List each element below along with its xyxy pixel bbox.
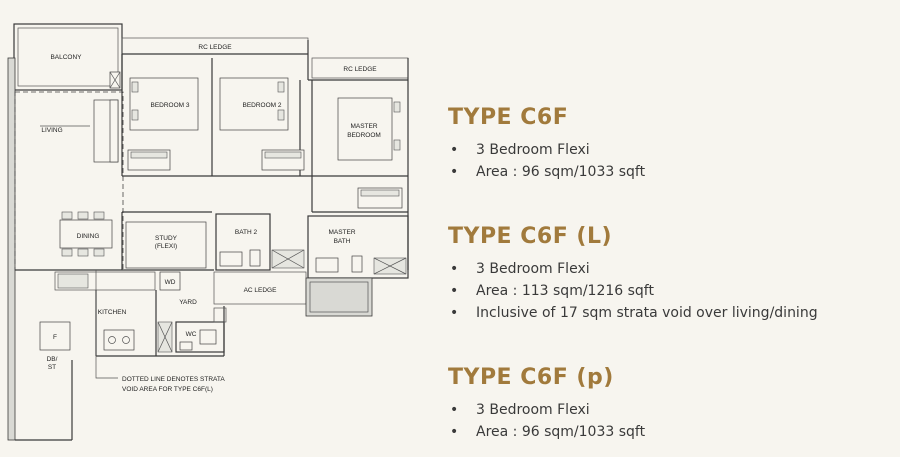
bedroom-3: BEDROOM 3 <box>109 71 199 171</box>
bedroom-3-label: BEDROOM 3 <box>150 102 189 109</box>
feature-text: Area : 113 sqm/1216 sqft <box>476 283 654 299</box>
ac-ledge-label: AC LEDGE <box>244 287 278 294</box>
bullet-icon: • <box>450 402 459 418</box>
db-st-label-1: DB/ <box>47 356 58 363</box>
living-dining: LIVING DINING <box>14 91 124 271</box>
bedroom-2-label: BEDROOM 2 <box>242 102 281 109</box>
type-c6f-p-title: TYPE C6F (p) <box>448 365 614 390</box>
type-c6f-l-block: TYPE C6F (L) • 3 Bedroom Flexi • Area : 11… <box>448 224 888 324</box>
yard-label: YARD <box>179 299 197 306</box>
bullet-icon: • <box>450 142 459 158</box>
type-c6f-l-title: TYPE C6F (L) <box>448 224 613 249</box>
bullet-icon: • <box>450 305 459 321</box>
wd-label: WD <box>165 279 176 286</box>
note-line-1: DOTTED LINE DENOTES STRATA <box>122 376 225 383</box>
kitchen-label: KITCHEN <box>98 309 127 316</box>
db-st-label-2: ST <box>48 364 56 371</box>
feature-text: Area : 96 sqm/1033 sqft <box>476 164 646 180</box>
bath-2: BATH 2 <box>215 213 305 271</box>
feature-item: • Inclusive of 17 sqm strata void over li… <box>448 302 888 324</box>
type-c6f-p-features: • 3 Bedroom Flexi • Area : 96 sqm/1033 sqf… <box>448 399 888 443</box>
bedroom-2: BEDROOM 2 <box>219 77 305 171</box>
rc-ledge-master-label: RC LEDGE <box>343 66 377 73</box>
master-bedroom-label-2: BEDROOM <box>347 132 381 139</box>
rc-ledge-top-label: RC LEDGE <box>198 44 232 51</box>
feature-item: • 3 Bedroom Flexi <box>448 139 888 161</box>
kitchen-area: WD YARD KITCHEN F WC DB/ ST <box>15 269 227 371</box>
strata-void-note: DOTTED LINE DENOTES STRATA VOID AREA FOR… <box>95 270 225 393</box>
dining-label: DINING <box>77 233 100 240</box>
bullet-icon: • <box>450 261 459 277</box>
note-line-2: VOID AREA FOR TYPE C6F(L) <box>122 386 213 393</box>
fridge-label: F <box>53 334 57 341</box>
study: STUDY (FLEXI) <box>121 211 212 270</box>
master-bath-label-1: MASTER <box>328 229 355 236</box>
floor-plan: BEDROOM 3 BEDROOM 2 MASTER BEDROOM LIVIN… <box>7 23 409 441</box>
type-c6f-p-block: TYPE C6F (p) • 3 Bedroom Flexi • Area : 96… <box>448 365 888 443</box>
feature-text: Inclusive of 17 sqm strata void over liv… <box>476 305 818 321</box>
bullet-icon: • <box>450 164 459 180</box>
feature-item: • 3 Bedroom Flexi <box>448 258 888 280</box>
bath-2-label: BATH 2 <box>235 229 258 236</box>
feature-item: • Area : 96 sqm/1033 sqft <box>448 161 888 183</box>
type-c6f-l-features: • 3 Bedroom Flexi • Area : 113 sqm/1216 sq… <box>448 258 888 324</box>
master-bath: MASTER BATH <box>307 215 409 279</box>
bullet-icon: • <box>450 424 459 440</box>
living-label: LIVING <box>41 127 62 134</box>
ac-ledge: AC LEDGE <box>213 271 373 317</box>
master-bedroom: MASTER BEDROOM <box>337 97 403 209</box>
type-c6f-title: TYPE C6F <box>448 105 569 130</box>
study-label-1: STUDY <box>155 235 178 242</box>
type-c6f-block: TYPE C6F • 3 Bedroom Flexi • Area : 96 sqm… <box>448 105 888 183</box>
balcony-label: BALCONY <box>50 54 82 61</box>
master-bath-label-2: BATH <box>334 238 351 245</box>
type-c6f-features: • 3 Bedroom Flexi • Area : 96 sqm/1033 sqf… <box>448 139 888 183</box>
feature-item: • Area : 113 sqm/1216 sqft <box>448 280 888 302</box>
feature-text: Area : 96 sqm/1033 sqft <box>476 424 646 440</box>
feature-text: 3 Bedroom Flexi <box>476 142 590 158</box>
study-label-2: (FLEXI) <box>155 243 177 250</box>
bullet-icon: • <box>450 283 459 299</box>
feature-item: • Area : 96 sqm/1033 sqft <box>448 421 888 443</box>
feature-text: 3 Bedroom Flexi <box>476 261 590 277</box>
feature-text: 3 Bedroom Flexi <box>476 402 590 418</box>
feature-item: • 3 Bedroom Flexi <box>448 399 888 421</box>
wc-label: WC <box>186 331 197 338</box>
master-bedroom-label-1: MASTER <box>350 123 377 130</box>
